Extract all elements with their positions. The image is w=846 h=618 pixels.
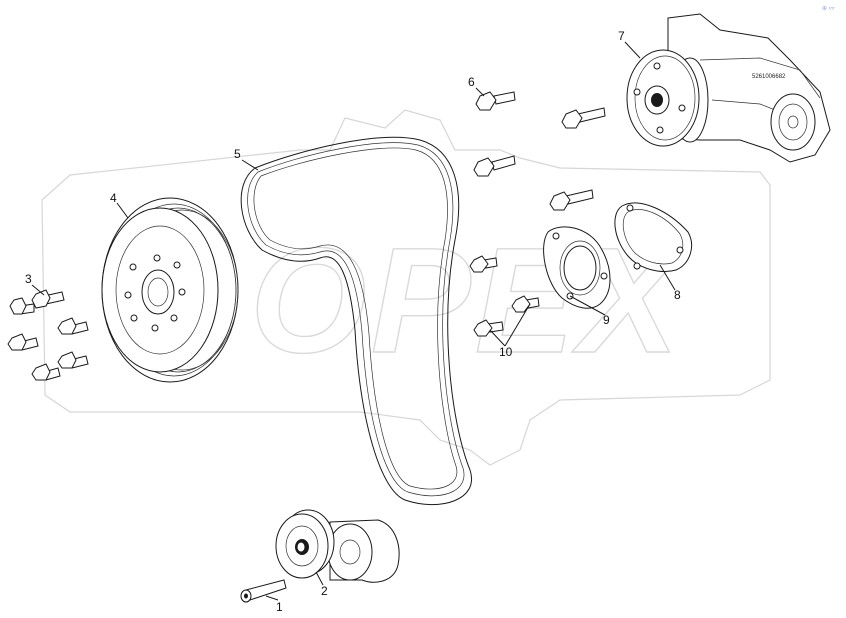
bolt bbox=[511, 295, 540, 313]
callout-6: 6 bbox=[468, 75, 475, 89]
bolt bbox=[7, 333, 39, 351]
tensioner-bolt bbox=[240, 579, 287, 603]
callout-7: 7 bbox=[618, 29, 625, 43]
callout-4: 4 bbox=[110, 191, 117, 205]
pump-bolts bbox=[469, 91, 606, 273]
bolt bbox=[31, 289, 65, 309]
callout-2: 2 bbox=[321, 584, 328, 598]
bolt bbox=[549, 189, 594, 211]
crankshaft-pulley bbox=[101, 197, 239, 383]
bolt bbox=[561, 107, 606, 129]
callouts: 1 2 3 4 5 6 7 8 9 10 bbox=[25, 29, 681, 614]
bolt bbox=[473, 155, 516, 177]
bolt bbox=[473, 319, 504, 337]
watermark-text: OPEX bbox=[250, 216, 687, 384]
bolt bbox=[57, 317, 89, 335]
gasket-plate bbox=[543, 226, 611, 309]
callout-10: 10 bbox=[499, 345, 513, 359]
bolt bbox=[9, 297, 35, 315]
callout-3: 3 bbox=[25, 272, 32, 286]
corner-mark: ⊕ ▿▿ bbox=[822, 6, 835, 12]
bolt bbox=[57, 351, 89, 369]
callout-8: 8 bbox=[674, 288, 681, 302]
water-pump: 5261006682 bbox=[626, 13, 831, 163]
drive-belt bbox=[240, 136, 473, 506]
belt-tensioner bbox=[275, 509, 400, 583]
callout-9: 9 bbox=[603, 313, 610, 327]
bolt bbox=[475, 91, 516, 111]
bolt bbox=[31, 363, 61, 381]
watermark: OPEX bbox=[41, 109, 771, 466]
callout-1: 1 bbox=[276, 600, 283, 614]
small-bolts bbox=[473, 295, 540, 337]
pulley-bolts bbox=[7, 289, 89, 381]
callout-5: 5 bbox=[234, 147, 241, 161]
part-number-stamp: 5261006682 bbox=[752, 74, 786, 80]
gasket bbox=[614, 202, 692, 272]
bolt bbox=[469, 255, 498, 273]
leader-lines bbox=[31, 41, 676, 601]
